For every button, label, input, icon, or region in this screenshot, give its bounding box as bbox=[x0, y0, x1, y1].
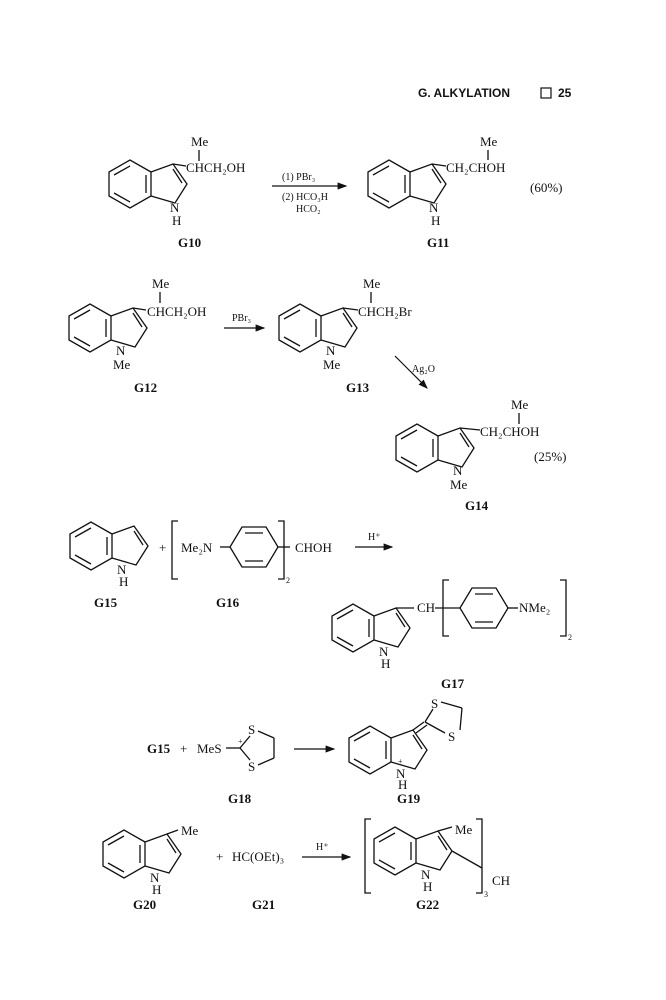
label-g18: G18 bbox=[228, 791, 252, 806]
g22-h: H bbox=[423, 879, 432, 894]
g20-n: N bbox=[150, 870, 160, 885]
rxn1-cond-3: HCO₂ bbox=[296, 204, 321, 215]
g10-me: Me bbox=[191, 134, 209, 149]
g17-nme2: NMe₂ bbox=[519, 600, 550, 615]
label-g14: G14 bbox=[465, 498, 489, 513]
compound-g17: CH NMe₂ 2 N H G17 bbox=[331, 579, 572, 691]
compound-g14: Me CH₂CHOH N Me (25%) G14 bbox=[395, 397, 567, 513]
g18-s2: S bbox=[248, 759, 255, 774]
g17-count: 2 bbox=[568, 633, 572, 642]
g18-mes: MeS bbox=[197, 741, 222, 756]
section-title: G. ALKYLATION bbox=[418, 86, 510, 100]
arrow-rxn2b: Ag₂O bbox=[394, 355, 435, 389]
g13-me: Me bbox=[363, 276, 381, 291]
g15-h: H bbox=[119, 574, 128, 589]
g10-n: N bbox=[170, 200, 180, 215]
g11-h: H bbox=[431, 213, 440, 228]
page-header: G. ALKYLATION 25 bbox=[418, 86, 572, 100]
g22-me: Me bbox=[455, 822, 473, 837]
g18-s1: S bbox=[248, 722, 255, 737]
label-g10: G10 bbox=[178, 235, 201, 250]
compound-g11: Me CH₂CHOH N H (60%) G11 bbox=[367, 134, 563, 250]
rxn2-reagent1: PBr₃ bbox=[232, 313, 251, 324]
g14-chain: CH₂CHOH bbox=[480, 424, 539, 439]
label-g22: G22 bbox=[416, 897, 439, 912]
g17-ch: CH bbox=[417, 600, 435, 615]
plus-rxn5: + bbox=[216, 849, 223, 864]
g14-me: Me bbox=[511, 397, 529, 412]
g17-n: N bbox=[379, 644, 389, 659]
g22-ch: CH bbox=[492, 873, 510, 888]
g19-n: N bbox=[396, 766, 406, 781]
g11-n: N bbox=[429, 200, 439, 215]
g21-formula: HC(OEt)₃ bbox=[232, 849, 284, 864]
compound-g16: Me₂N 2 CHOH G16 bbox=[171, 520, 332, 610]
g22-n: N bbox=[421, 867, 431, 882]
label-g19: G19 bbox=[397, 791, 421, 806]
g14-n: N bbox=[453, 463, 463, 478]
label-g13: G13 bbox=[346, 380, 370, 395]
compound-g13: Me CHCH₂Br N Me G13 bbox=[278, 276, 412, 395]
compound-g10: Me CHCH₂OH N H G10 bbox=[108, 134, 245, 250]
rxn1-cond-1: (1) PBr₃ bbox=[282, 172, 315, 183]
rxn2-reagent2: Ag₂O bbox=[412, 364, 435, 375]
g13-chain: CHCH₂Br bbox=[358, 304, 412, 319]
g12-chain: CHCH₂OH bbox=[147, 304, 206, 319]
g19-nplus: + bbox=[398, 757, 403, 766]
g11-chain: CH₂CHOH bbox=[446, 160, 505, 175]
label-g21: G21 bbox=[252, 897, 275, 912]
label-g16: G16 bbox=[216, 595, 240, 610]
g15-reference: G15 bbox=[147, 741, 171, 756]
rxn1-cond-2: (2) HCO₃H bbox=[282, 192, 328, 203]
plus-rxn4: + bbox=[180, 741, 187, 756]
g14-yield: (25%) bbox=[534, 449, 567, 464]
g15-n: N bbox=[117, 562, 127, 577]
label-g11: G11 bbox=[427, 235, 449, 250]
label-g15: G15 bbox=[94, 595, 118, 610]
g20-me: Me bbox=[181, 823, 199, 838]
compound-g21: HC(OEt)₃ G21 bbox=[232, 849, 284, 912]
square-icon bbox=[540, 87, 552, 99]
g12-me: Me bbox=[152, 276, 170, 291]
compound-g19: S S + N H G19 bbox=[348, 696, 463, 806]
g10-h: H bbox=[172, 213, 181, 228]
g13-nme: Me bbox=[323, 357, 341, 372]
label-g17: G17 bbox=[441, 676, 465, 691]
label-g20: G20 bbox=[133, 897, 156, 912]
g16-nme2: Me₂N bbox=[181, 540, 213, 555]
rxn3-reagent: H⁺ bbox=[368, 532, 381, 543]
g18-plus: + bbox=[238, 737, 243, 746]
compound-g22: Me 3 CH N H G22 bbox=[364, 818, 510, 912]
g14-nme: Me bbox=[450, 477, 468, 492]
g19-h: H bbox=[398, 777, 407, 792]
arrow-rxn3: H⁺ bbox=[355, 532, 394, 551]
compound-g20: Me N H G20 bbox=[102, 823, 199, 912]
g10-chain: CHCH₂OH bbox=[186, 160, 245, 175]
g12-n: N bbox=[116, 343, 126, 358]
g12-nme: Me bbox=[113, 357, 131, 372]
label-g12: G12 bbox=[134, 380, 157, 395]
page-number: 25 bbox=[558, 86, 572, 100]
arrow-rxn1: (1) PBr₃ (2) HCO₃H HCO₂ bbox=[272, 172, 348, 215]
g19-s1: S bbox=[431, 696, 438, 711]
plus-rxn3: + bbox=[159, 540, 166, 555]
g13-n: N bbox=[326, 343, 336, 358]
g22-count: 3 bbox=[484, 890, 488, 899]
g17-h: H bbox=[381, 656, 390, 671]
g16-count: 2 bbox=[286, 576, 290, 585]
compound-g12: Me CHCH₂OH N Me G12 bbox=[68, 276, 206, 395]
g11-me: Me bbox=[480, 134, 498, 149]
compound-g18: MeS + S S G18 bbox=[197, 722, 275, 806]
arrow-rxn2a: PBr₃ bbox=[224, 313, 266, 332]
g19-s2: S bbox=[448, 729, 455, 744]
rxn5-reagent: H⁺ bbox=[316, 842, 329, 853]
arrow-rxn5: H⁺ bbox=[302, 842, 352, 861]
compound-g15: N H G15 bbox=[69, 521, 149, 610]
g16-choh: CHOH bbox=[295, 540, 332, 555]
g11-yield: (60%) bbox=[530, 180, 563, 195]
g20-h: H bbox=[152, 882, 161, 897]
